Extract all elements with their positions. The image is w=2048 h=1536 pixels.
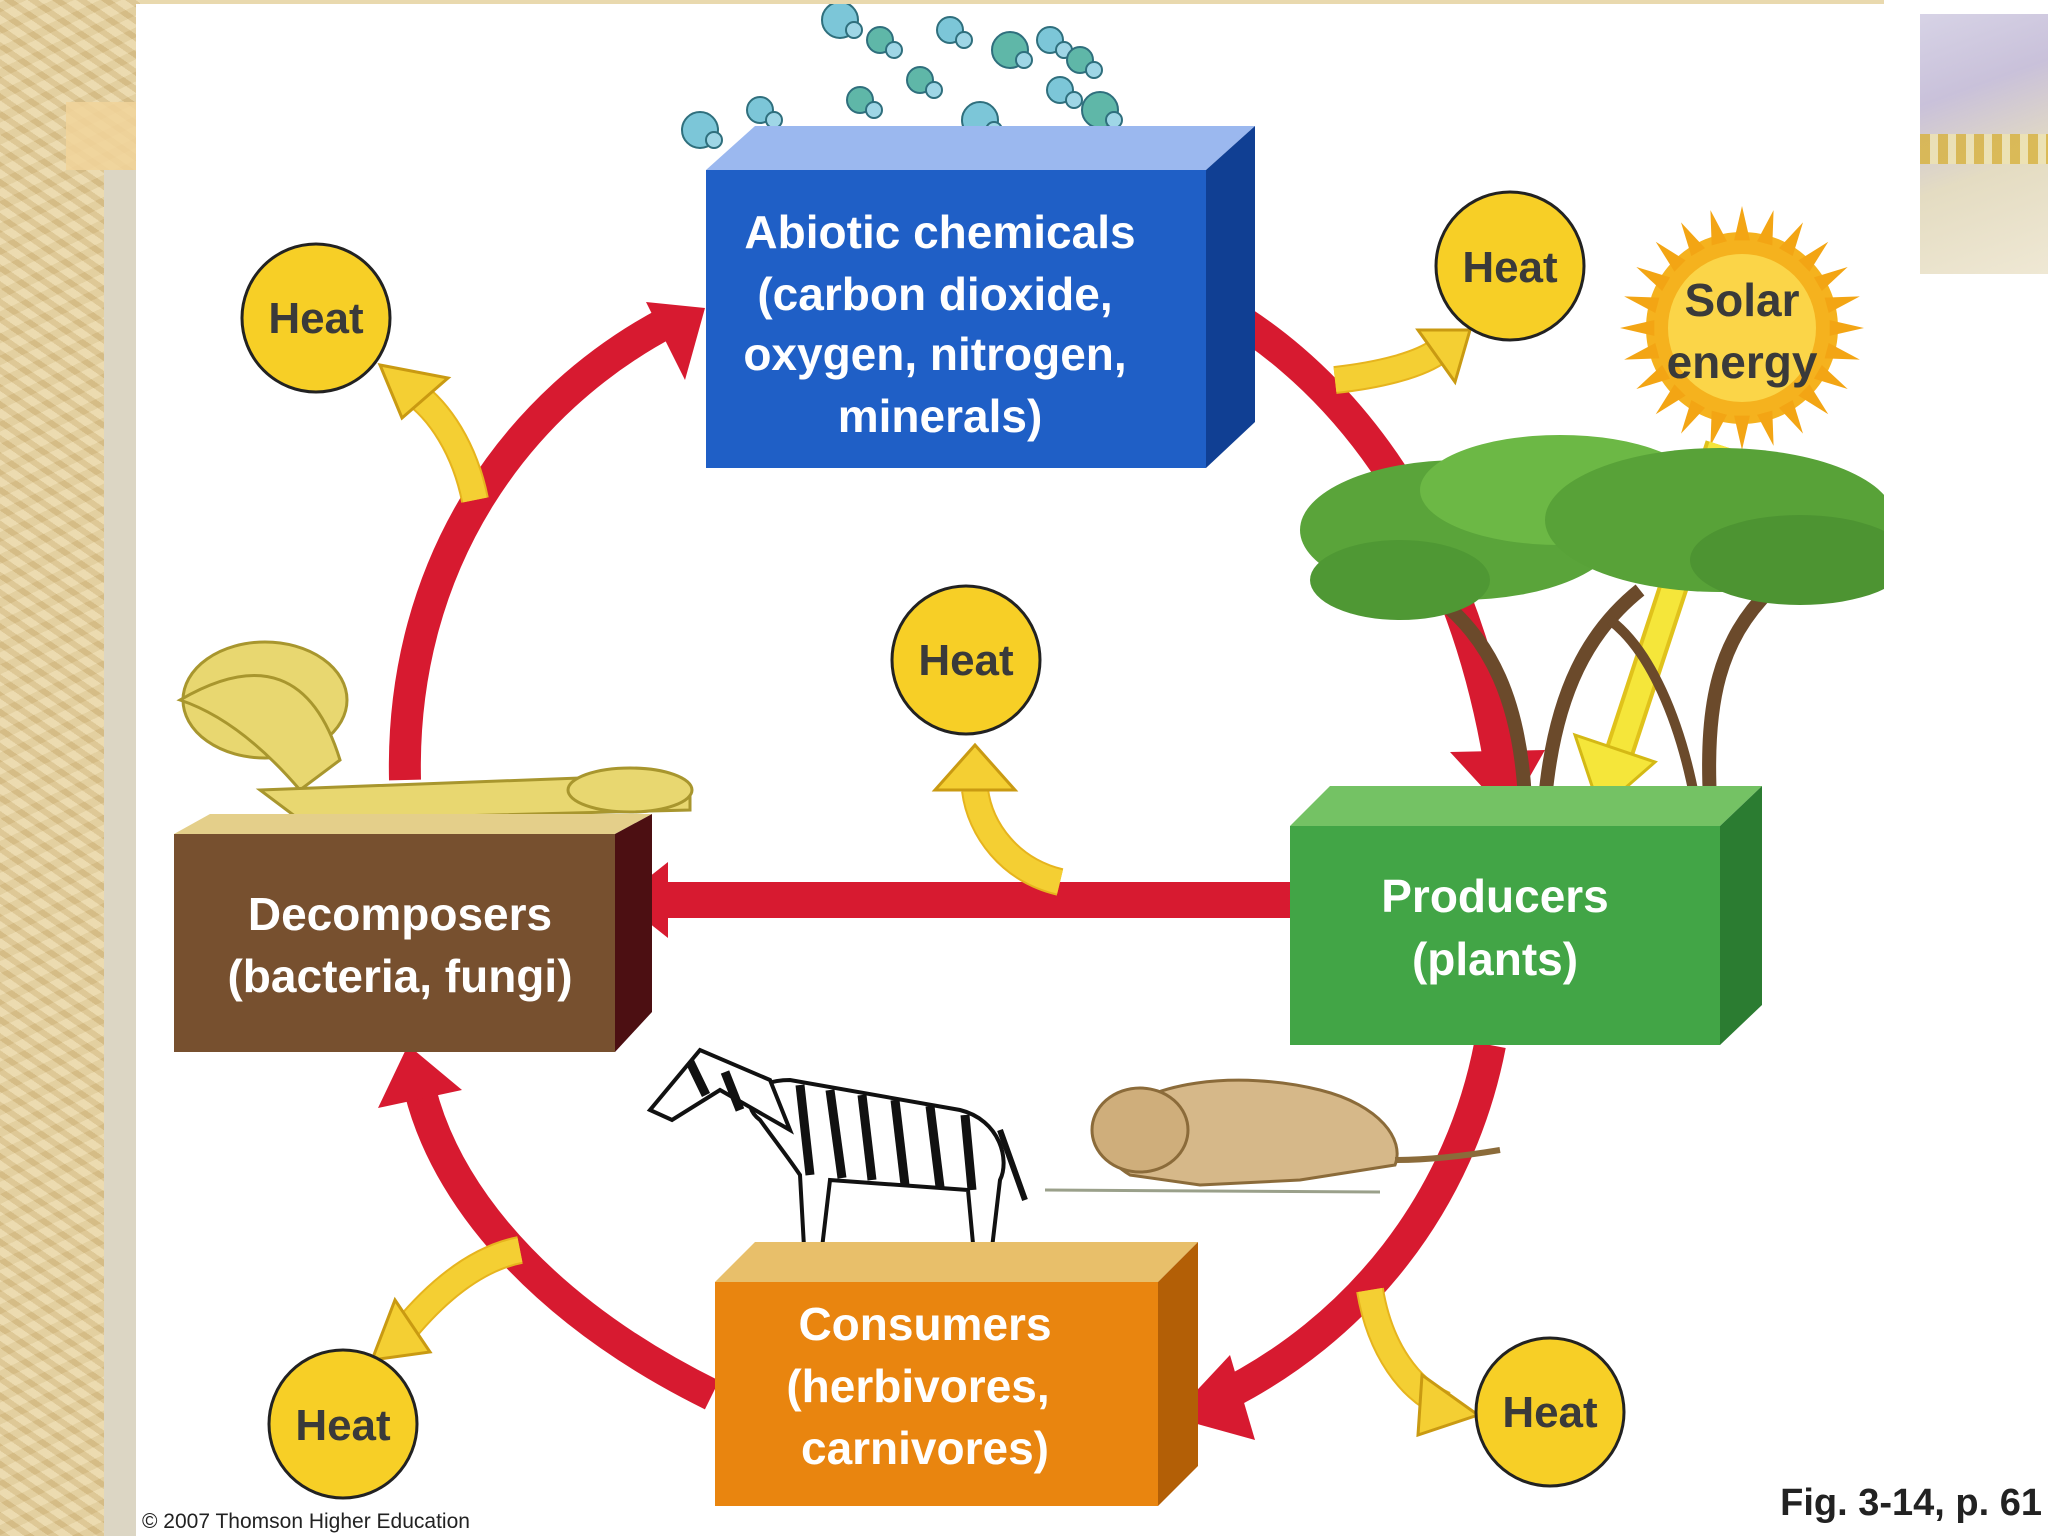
arrow-consumers-to-decomposers xyxy=(404,1086,720,1410)
sun-icon xyxy=(1620,206,1864,450)
solar-label-line-2: energy xyxy=(1667,336,1818,388)
arrow-head-abiotic xyxy=(646,302,705,380)
heat-label: Heat xyxy=(295,1401,391,1450)
slide-margin-strip xyxy=(104,170,136,1536)
producers-line-1: Producers xyxy=(1381,870,1609,922)
nutrient-cycle-diagram: Abiotic chemicals (carbon dioxide, oxyge… xyxy=(174,4,1884,1506)
decomposers-line-1: Decomposers xyxy=(248,888,552,940)
heat-circle-top-left: Heat xyxy=(240,242,392,394)
solar-label-line-1: Solar xyxy=(1684,274,1799,326)
heat-circle-top-right: Heat xyxy=(1434,190,1586,342)
acacia-trees-illustration xyxy=(1300,435,1884,801)
consumers-line-2: (herbivores, xyxy=(786,1360,1049,1412)
abiotic-line-3: oxygen, nitrogen, xyxy=(743,328,1126,380)
abiotic-chemicals-box: Abiotic chemicals (carbon dioxide, oxyge… xyxy=(706,126,1255,468)
arrow-producers-to-decomposers xyxy=(660,882,1292,918)
heat-circle-center: Heat xyxy=(890,584,1042,736)
zebra-illustration xyxy=(646,1047,1028,1267)
abiotic-line-1: Abiotic chemicals xyxy=(744,206,1135,258)
abiotic-line-4: minerals) xyxy=(838,390,1043,442)
arrow-producers-to-consumers xyxy=(1208,1041,1506,1415)
arrow-head-decomposers xyxy=(378,1045,462,1108)
figure-canvas: Abiotic chemicals (carbon dioxide, oxyge… xyxy=(136,4,1884,1536)
heat-circle-bottom-left: Heat xyxy=(267,1348,419,1500)
decomposers-line-2: (bacteria, fungi) xyxy=(227,950,572,1002)
copyright-notice: © 2007 Thomson Higher Education xyxy=(142,1510,470,1533)
heat-label: Heat xyxy=(1502,1388,1598,1437)
heat-label: Heat xyxy=(1462,243,1558,292)
figure-caption: Fig. 3-14, p. 61 xyxy=(1780,1482,2042,1524)
heat-circle-bottom-right: Heat xyxy=(1474,1336,1626,1488)
producers-box: Producers (plants) xyxy=(1290,786,1762,1045)
consumers-box: Consumers (herbivores, carnivores) xyxy=(715,1242,1198,1506)
heat-label: Heat xyxy=(268,294,364,343)
consumers-line-3: carnivores) xyxy=(801,1422,1049,1474)
lion-illustration xyxy=(1044,1078,1501,1194)
heat-arrow-heads xyxy=(369,328,1482,1438)
abiotic-line-2: (carbon dioxide, xyxy=(757,268,1112,320)
consumers-line-1: Consumers xyxy=(798,1298,1051,1350)
producers-line-2: (plants) xyxy=(1412,933,1578,985)
arrow-decomposers-to-abiotic xyxy=(388,307,676,781)
heat-label: Heat xyxy=(918,636,1014,685)
decomposers-box: Decomposers (bacteria, fungi) xyxy=(174,814,652,1052)
skeleton-illustration xyxy=(176,640,694,822)
corner-photo-decoration xyxy=(1920,14,2048,274)
